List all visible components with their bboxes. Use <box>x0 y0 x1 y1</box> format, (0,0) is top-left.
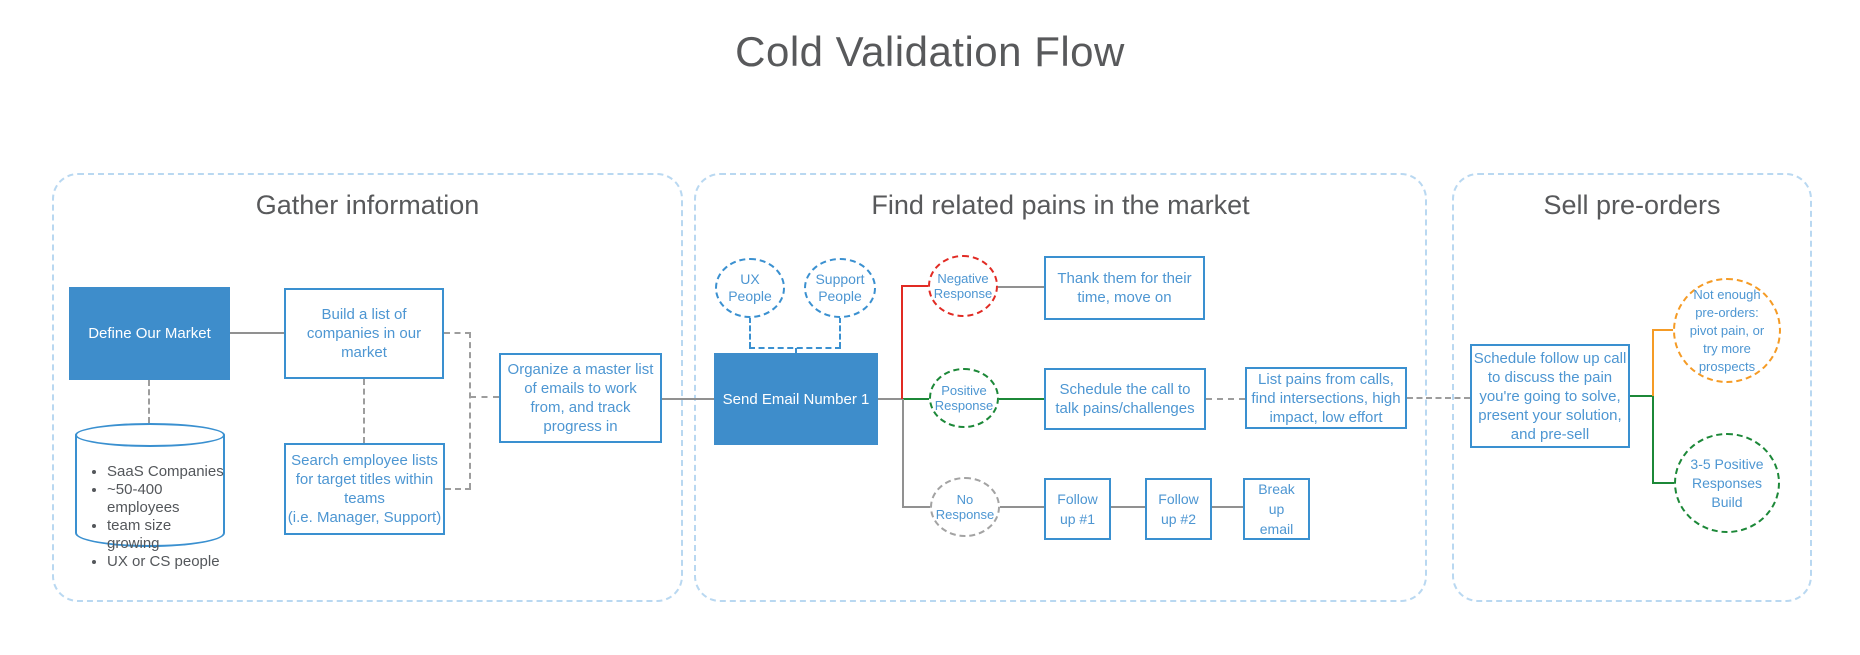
node-organize-master-list: Organize a master list of emails to work… <box>499 353 662 443</box>
connector-build-to-search <box>363 379 365 443</box>
circle-negative-response: Negative Response <box>928 255 998 317</box>
connector-followupcall-to-junction <box>1630 395 1654 397</box>
connector-people-to-sendemail <box>795 348 797 354</box>
circle-ux-people: UX People <box>715 258 785 318</box>
page-title: Cold Validation Flow <box>735 28 1125 75</box>
connector-define-to-database <box>148 380 150 423</box>
criteria-item-saas: SaaS Companies <box>107 463 225 481</box>
node-thank-them-move-on: Thank them for their time, move on <box>1044 256 1205 320</box>
criteria-item-ux-cs: UX or CS people <box>107 553 225 571</box>
connector-search-elbow-h <box>445 488 471 490</box>
node-schedule-the-call: Schedule the call to talk pains/challeng… <box>1044 368 1206 430</box>
connector-schedule-to-listpains <box>1206 398 1245 400</box>
section-title-gather: Gather information <box>255 190 480 220</box>
connector-green-to-build <box>1652 482 1676 484</box>
connector-followup2-to-breakup <box>1212 506 1243 508</box>
connector-listpains-to-followupcall <box>1407 397 1470 399</box>
cylinder-body <box>75 435 225 547</box>
connector-sendemail-to-junction <box>878 398 903 400</box>
node-list-pains-from-calls: List pains from calls, find intersection… <box>1245 367 1407 429</box>
connector-junction-up-orange <box>1652 330 1654 396</box>
node-build-company-list: Build a list of companies in our market <box>284 288 444 379</box>
connector-gray-to-noresponse <box>902 506 930 508</box>
connector-followup1-to-followup2 <box>1111 506 1145 508</box>
criteria-item-employees: ~50-400 employees <box>107 481 225 517</box>
circle-3-5-positive-responses: 3-5 Positive Responses Build <box>1674 433 1780 533</box>
connector-ux-down <box>749 317 751 348</box>
node-break-up-email: Break up email <box>1243 478 1310 540</box>
connector-green-to-positive <box>903 398 929 400</box>
section-title-pains: Find related pains in the market <box>871 190 1250 220</box>
connector-merge-to-organize <box>470 396 499 398</box>
circle-not-enough-preorders: Not enough pre-orders: pivot pain, or tr… <box>1673 278 1781 383</box>
connector-negative-to-thank <box>998 286 1044 288</box>
connector-define-to-build <box>230 332 284 334</box>
connector-noresponse-to-followup1 <box>1000 506 1044 508</box>
connector-junction-down-gray <box>902 399 904 507</box>
connector-red-to-negative <box>901 285 928 287</box>
node-search-employee-lists: Search employee lists for target titles … <box>284 443 445 535</box>
circle-support-people: Support People <box>804 258 876 318</box>
node-follow-up-1: Follow up #1 <box>1044 478 1111 540</box>
connector-support-down <box>839 317 841 348</box>
market-criteria-list: SaaS Companies ~50-400 employees team si… <box>85 463 225 571</box>
node-follow-up-2: Follow up #2 <box>1145 478 1212 540</box>
circle-no-response: No Response <box>930 477 1000 537</box>
node-send-email-number-1: Send Email Number 1 <box>714 353 878 445</box>
connector-positive-to-schedule <box>999 398 1044 400</box>
node-schedule-follow-up-call: Schedule follow up call to discuss the p… <box>1470 344 1630 448</box>
node-market-criteria-database: SaaS Companies ~50-400 employees team si… <box>75 423 225 570</box>
connector-orange-to-notenough <box>1652 329 1675 331</box>
circle-positive-response: Positive Response <box>929 368 999 428</box>
connector-organize-to-sendemail <box>662 398 714 400</box>
connector-merge-elbow-v <box>469 332 471 489</box>
criteria-item-team-size: team size growing <box>107 517 225 553</box>
connector-junction-down-green <box>1652 396 1654 483</box>
connector-build-elbow-h <box>444 332 471 334</box>
cylinder-top-ellipse <box>75 423 225 447</box>
section-title-sell: Sell pre-orders <box>1543 190 1721 220</box>
node-define-our-market: Define Our Market <box>69 287 230 380</box>
connector-junction-up-red <box>901 286 903 399</box>
